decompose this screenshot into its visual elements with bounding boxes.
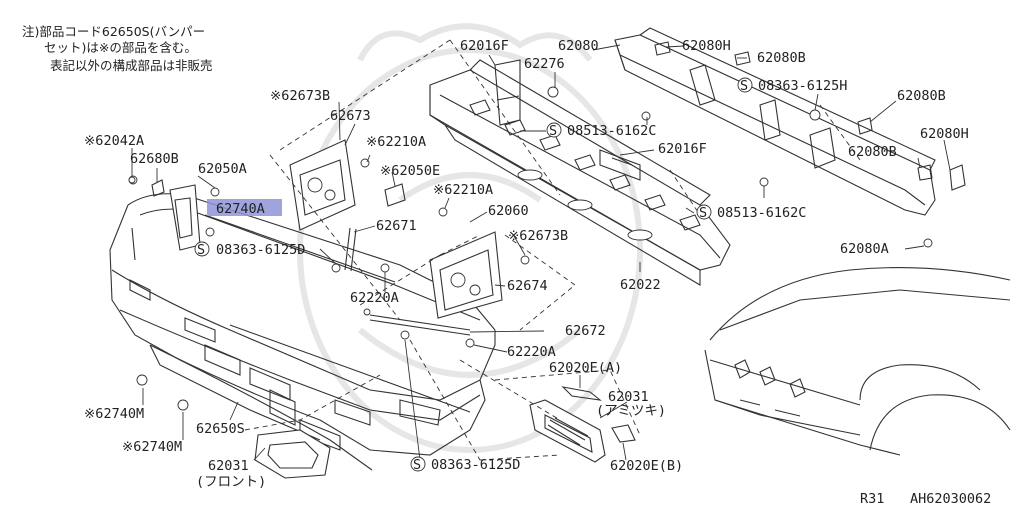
- label-62740A: 62740A: [216, 201, 265, 217]
- label-62080H-a: 62080H: [682, 38, 731, 54]
- label-62740M-a: ※62740M: [84, 406, 144, 422]
- grille-drawing: [254, 386, 636, 479]
- label-62031-b-sub: (フロント): [196, 474, 266, 490]
- label-62080B-c: 62080B: [848, 144, 897, 160]
- bumper-fascia-drawing: [109, 193, 496, 471]
- label-62220A-a: 62220A: [350, 290, 399, 306]
- model-code: R31: [860, 491, 884, 507]
- parts-note: 注)部品コード62650S(バンパー セット)は※の部品を含む。 表記以外の構成…: [22, 24, 213, 73]
- label-62740M-b: ※62740M: [122, 439, 182, 455]
- note-line-3: 表記以外の構成部品は非販売: [50, 58, 213, 73]
- absorber-drawing: [614, 27, 966, 216]
- label-62080H-b: 62080H: [920, 126, 969, 142]
- label-62220A-b: 62220A: [507, 344, 556, 360]
- label-62671: 62671: [376, 218, 417, 234]
- label-62060: 62060: [488, 203, 529, 219]
- label-62080A: 62080A: [840, 241, 889, 257]
- label-62673: 62673: [330, 108, 371, 124]
- label-62031-a: 62031: [608, 389, 649, 405]
- assembly-guides: [244, 39, 861, 461]
- highlight-62740A: [207, 199, 282, 216]
- svg-text:08363-6125H: 08363-6125H: [758, 78, 847, 94]
- label-62020E-A: 62020E(A): [549, 360, 622, 376]
- label-62022: 62022: [620, 277, 661, 293]
- diagram-code: AH62030062: [910, 491, 991, 507]
- label-62042A: ※62042A: [84, 133, 144, 149]
- screw-symbol: S: [740, 78, 748, 94]
- label-62050A: 62050A: [198, 161, 247, 177]
- label-08363-6125D-a: S 08363-6125D: [194, 241, 305, 258]
- label-62020E-B: 62020E(B): [610, 458, 683, 474]
- label-62080: 62080: [558, 38, 599, 54]
- label-62080B-a: 62080B: [757, 50, 806, 66]
- side-bracket-drawing: [128, 175, 220, 251]
- label-62673B-b: ※62673B: [508, 228, 568, 244]
- stay-drawing: [289, 139, 503, 319]
- label-62016F-a: 62016F: [460, 38, 509, 54]
- label-62672: 62672: [565, 323, 606, 339]
- svg-text:S: S: [413, 457, 421, 473]
- svg-text:S: S: [549, 123, 557, 139]
- svg-text:08513-6162C: 08513-6162C: [567, 123, 656, 139]
- diagram-footer: R31 AH62030062: [860, 491, 991, 507]
- label-62210A-a: ※62210A: [366, 134, 426, 150]
- part-labels: 62016F 62080 62080H 62080B 62276 S 08363…: [84, 38, 969, 490]
- label-62016F-b: 62016F: [658, 141, 707, 157]
- label-62031-a-sub: (アミツキ): [596, 403, 666, 419]
- label-62031-b: 62031: [208, 458, 249, 474]
- label-62680B: 62680B: [130, 151, 179, 167]
- svg-text:08513-6162C: 08513-6162C: [717, 205, 806, 221]
- reinforcement-drawing: [429, 59, 731, 286]
- label-62276: 62276: [524, 56, 565, 72]
- leader-lines: [131, 44, 951, 461]
- svg-text:S: S: [699, 205, 707, 221]
- svg-text:S: S: [197, 242, 205, 258]
- note-line-2: セット)は※の部品を含む。: [44, 40, 197, 55]
- label-62674: 62674: [507, 278, 548, 294]
- svg-text:08363-6125D: 08363-6125D: [216, 242, 305, 258]
- label-08363-6125H: S 08363-6125H: [737, 77, 847, 94]
- label-08363-6125D-b: S 08363-6125D: [410, 456, 520, 473]
- label-62650S: 62650S: [196, 421, 245, 437]
- label-62050E: ※62050E: [380, 163, 440, 179]
- watermark-emblem: [297, 23, 643, 453]
- car-inset-drawing: [704, 266, 1011, 456]
- label-62673B-a: ※62673B: [270, 88, 330, 104]
- label-08513-6162C-a: S 08513-6162C: [546, 122, 656, 139]
- label-62080B-b: 62080B: [897, 88, 946, 104]
- svg-text:08363-6125D: 08363-6125D: [431, 457, 520, 473]
- label-08513-6162C-b: S 08513-6162C: [696, 204, 806, 221]
- note-line-1: 注)部品コード62650S(バンパー: [22, 24, 205, 39]
- label-62210A-b: ※62210A: [433, 182, 493, 198]
